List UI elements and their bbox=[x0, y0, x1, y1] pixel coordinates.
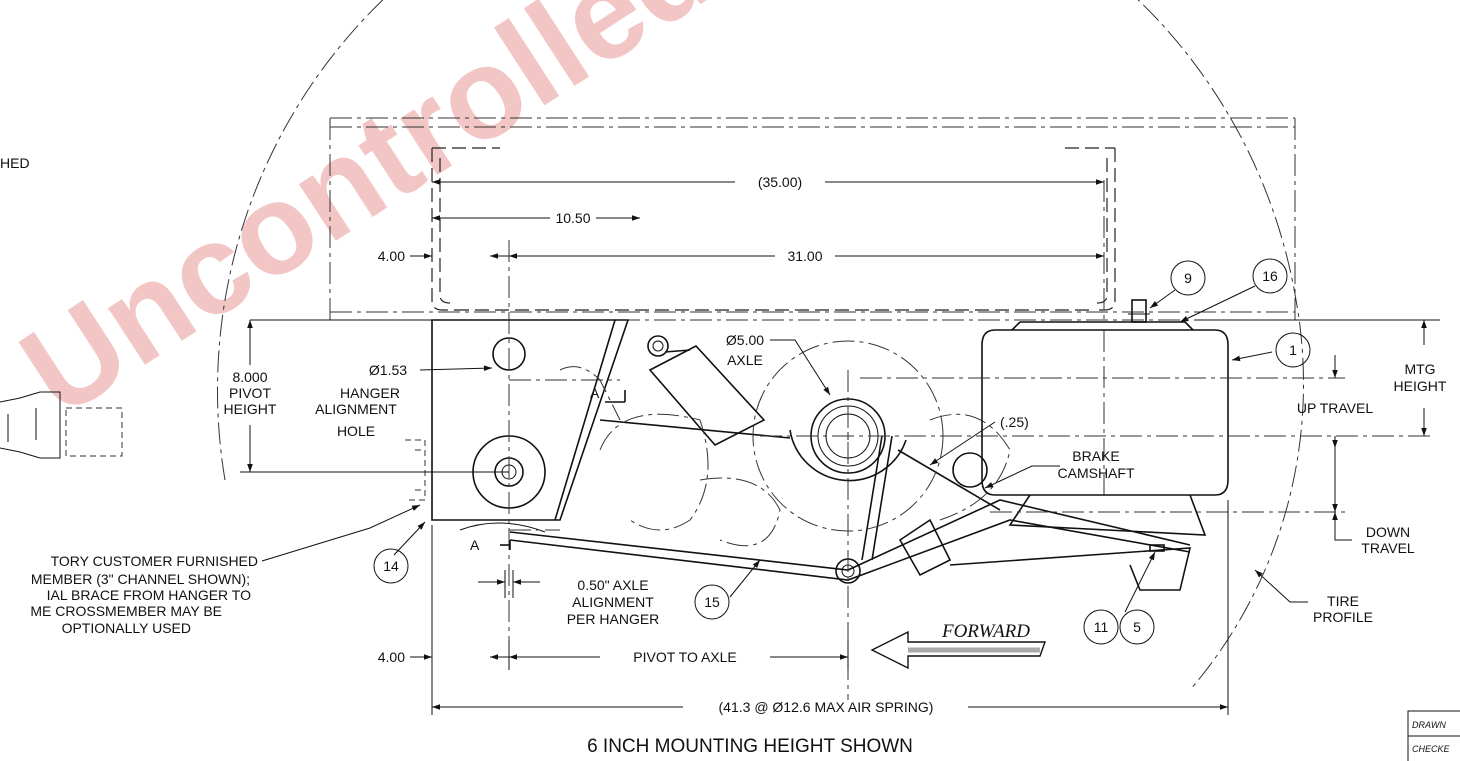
note-l5: OPTIONALLY USED bbox=[62, 620, 191, 636]
balloon-9: 9 bbox=[1184, 270, 1192, 286]
pivot-height-l1: PIVOT bbox=[229, 385, 271, 401]
trailing-arm bbox=[509, 419, 1192, 591]
forward-label: FORWARD bbox=[941, 621, 1030, 642]
reference-lines bbox=[240, 180, 1440, 670]
tire-l2: PROFILE bbox=[1313, 609, 1373, 625]
tire-profile-arc bbox=[217, 0, 1305, 691]
balloon-14: 14 bbox=[383, 558, 399, 574]
dim-31-00: 31.00 bbox=[787, 248, 822, 264]
left-partial-view bbox=[0, 391, 123, 459]
dim-4-00-bottom: 4.00 bbox=[378, 649, 405, 665]
frame-rail bbox=[329, 117, 1296, 321]
brake-l1: BRAKE bbox=[1072, 448, 1119, 464]
down-l1: DOWN bbox=[1366, 524, 1410, 540]
axle-align-l3: PER HANGER bbox=[567, 611, 660, 627]
hole-l1: HANGER bbox=[340, 385, 400, 401]
hole-dia: Ø1.53 bbox=[369, 362, 407, 378]
air-spring bbox=[981, 299, 1229, 552]
note-l4: ME CROSSMEMBER MAY BE bbox=[30, 603, 222, 619]
balloon-5: 5 bbox=[1133, 619, 1141, 635]
note-l3: IAL BRACE FROM HANGER TO bbox=[47, 587, 251, 603]
labels: HED (35.00) 10.50 4.00 31.00 8.000 PIVOT… bbox=[0, 155, 1447, 757]
brake-assembly bbox=[559, 340, 1011, 577]
title-block: DRAWN CHECKE bbox=[1407, 710, 1460, 761]
axle-align-l2: ALIGNMENT bbox=[572, 594, 654, 610]
tire-l1: TIRE bbox=[1327, 593, 1359, 609]
balloons: 9 16 1 14 15 11 5 bbox=[373, 258, 1311, 645]
clearance-dim: (.25) bbox=[1000, 414, 1029, 430]
pivot-to-axle: PIVOT TO AXLE bbox=[633, 649, 737, 665]
hanger bbox=[405, 319, 630, 533]
shock-absorber bbox=[647, 335, 766, 446]
hed-text: HED bbox=[0, 155, 30, 171]
axle-dia: Ø5.00 bbox=[726, 332, 764, 348]
title-block-drawn: DRAWN bbox=[1412, 720, 1446, 730]
title-block-checked: CHECKE bbox=[1412, 744, 1451, 754]
axle bbox=[760, 370, 1430, 700]
section-a-top: A bbox=[590, 385, 600, 401]
dim-4-00-top: 4.00 bbox=[378, 248, 405, 264]
brake-l2: CAMSHAFT bbox=[1058, 465, 1135, 481]
balloon-15: 15 bbox=[704, 594, 720, 610]
hole-l3: HOLE bbox=[337, 423, 375, 439]
section-a-bottom: A bbox=[470, 537, 480, 553]
down-l2: TRAVEL bbox=[1361, 540, 1415, 556]
note-l2: MEMBER (3" CHANNEL SHOWN); bbox=[31, 571, 250, 587]
balloon-11: 11 bbox=[1094, 619, 1109, 635]
hole-l2: ALIGNMENT bbox=[315, 401, 397, 417]
drawing-title: 6 INCH MOUNTING HEIGHT SHOWN bbox=[587, 736, 913, 757]
pivot-height-l2: HEIGHT bbox=[224, 401, 277, 417]
forward-arrow bbox=[870, 630, 1046, 670]
overall-dim: (41.3 @ Ø12.6 MAX AIR SPRING) bbox=[719, 699, 934, 715]
mtg-l2: HEIGHT bbox=[1394, 378, 1447, 394]
axle-label: AXLE bbox=[727, 352, 763, 368]
dim-10-50: 10.50 bbox=[555, 210, 590, 226]
axle-align-l1: 0.50" AXLE bbox=[577, 577, 648, 593]
pivot-height-value: 8.000 bbox=[232, 369, 267, 385]
dim-35: (35.00) bbox=[758, 174, 802, 190]
balloon-16: 16 bbox=[1262, 268, 1278, 284]
note-l1: TORY CUSTOMER FURNISHED bbox=[51, 553, 258, 569]
dimension-lines bbox=[247, 179, 1427, 715]
balloon-1: 1 bbox=[1289, 342, 1297, 358]
mtg-l1: MTG bbox=[1404, 361, 1435, 377]
up-travel: UP TRAVEL bbox=[1297, 400, 1373, 416]
leader-lines bbox=[261, 285, 1308, 613]
